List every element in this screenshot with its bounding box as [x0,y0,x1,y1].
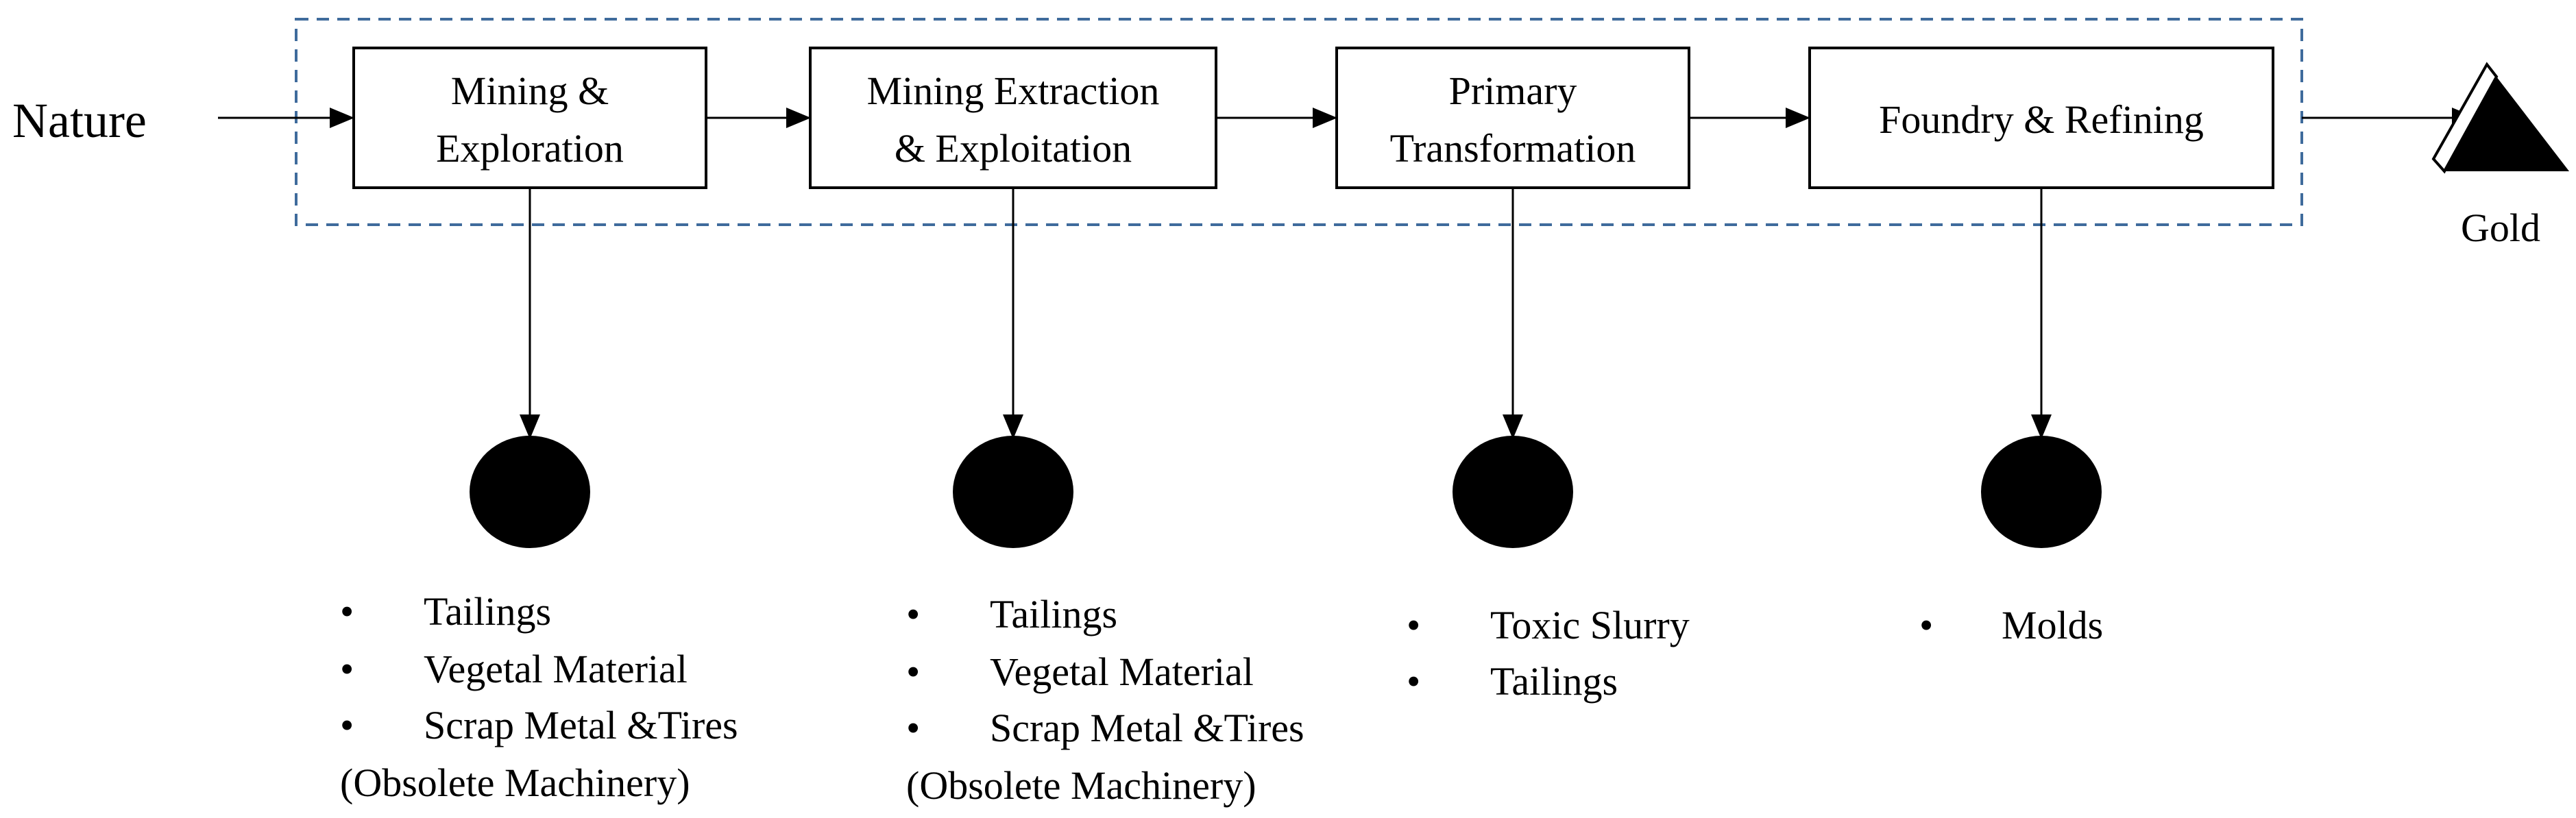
stage-3-label-line-2: Transformation [1390,126,1636,171]
stage-box-foundry-refining: Foundry & Refining [1808,47,2274,189]
bullet: • [340,703,354,747]
nature-label: Nature [12,93,147,148]
stage-1-label-line-2: Exploration [436,126,624,171]
waste-node-3 [1453,436,1573,548]
bullet: • [906,649,920,694]
waste-item: Toxic Slurry [1490,603,1690,647]
waste-list-1: • Tailings • Vegetal Material • Scrap Me… [340,589,738,805]
stage-2-label-line-2: & Exploitation [895,126,1132,171]
waste-item: Tailings [424,589,551,634]
bullet: • [1407,603,1420,647]
waste-item: Scrap Metal &Tires [424,703,738,747]
system-boundary [295,18,2303,226]
stage-2-label-line-1: Mining Extraction [867,69,1160,113]
stage-4-label: Foundry & Refining [1879,97,2204,142]
stage-1-label-line-1: Mining & [451,69,609,113]
bullet: • [340,647,354,691]
bullet: • [906,706,920,750]
bullet: • [1407,659,1420,704]
waste-list-3: • Toxic Slurry • Tailings [1407,603,1690,704]
waste-item: Vegetal Material [424,647,688,691]
waste-list-4: • Molds [1919,603,2103,647]
waste-item: Scrap Metal &Tires [990,706,1304,750]
stage-box-primary-transformation: Primary Transformation [1335,47,1690,189]
gold-label: Gold [2461,206,2540,250]
bullet: • [906,592,920,636]
stage-box-mining-extraction: Mining Extraction & Exploitation [809,47,1217,189]
waste-item: Vegetal Material [990,649,1254,694]
stage-box-mining-exploration: Mining & Exploration [352,47,707,189]
gold-ingot-icon [2431,62,2569,174]
bullet: • [340,589,354,634]
waste-node-1 [470,436,590,548]
waste-item: Tailings [1490,659,1618,704]
waste-item: Molds [2002,603,2103,647]
waste-node-4 [1981,436,2102,548]
bullet: • [1919,603,1933,647]
waste-node-2 [953,436,1073,548]
waste-list-2: • Tailings • Vegetal Material • Scrap Me… [906,592,1304,808]
waste-item: Tailings [990,592,1117,636]
waste-note: (Obsolete Machinery) [906,763,1256,808]
waste-note: (Obsolete Machinery) [340,760,690,805]
stage-3-label-line-1: Primary [1449,69,1577,113]
